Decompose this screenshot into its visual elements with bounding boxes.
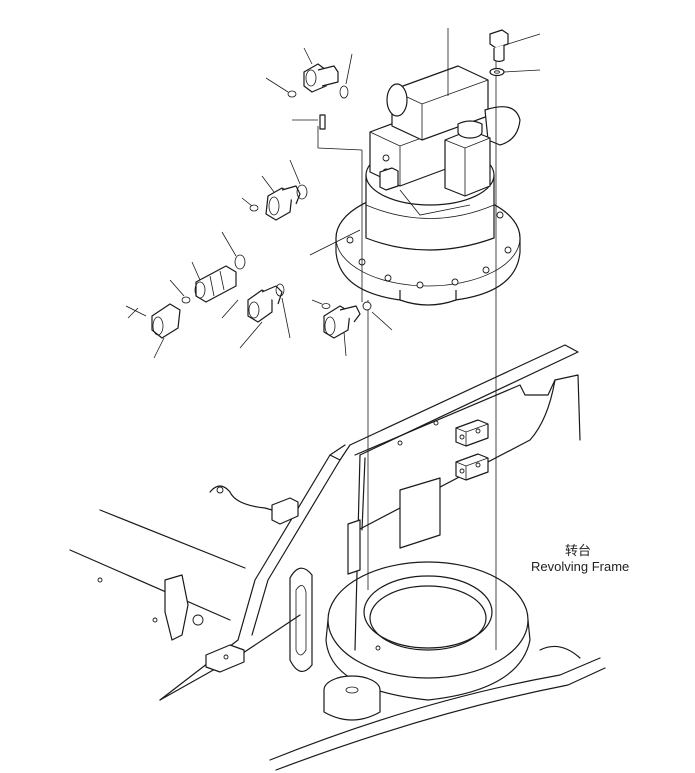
- elbow-fitting-bottom-right: [311, 299, 361, 357]
- straight-connector: [191, 261, 237, 303]
- revolving-frame: [69, 344, 606, 771]
- callout-label-chinese: 转台: [565, 544, 592, 559]
- check-valve-pin: [292, 114, 326, 130]
- o-ring-top-right: [339, 53, 353, 99]
- cylinder-bumper: [323, 675, 381, 721]
- swing-circle-ring: [325, 561, 531, 701]
- o-ring-connector: [169, 231, 246, 304]
- mounting-block-lower: [455, 453, 489, 481]
- callout-label-revolving-frame: Revolving Frame: [531, 559, 630, 574]
- seal-ring-body: [362, 301, 393, 331]
- mounting-block-upper: [455, 419, 489, 447]
- o-ring-top-left: [265, 77, 297, 98]
- swing-motor: [335, 65, 521, 306]
- elbow-fitting-mid: [261, 175, 301, 221]
- washer: [489, 67, 541, 77]
- o-ring-mid: [241, 159, 308, 212]
- tee-fitting: [221, 285, 283, 349]
- elbow-fitting-bottom-left: [125, 303, 181, 359]
- elbow-fitting-top: [303, 47, 339, 93]
- mounting-bolt: [489, 29, 541, 63]
- assembly-guide-lines: [309, 28, 497, 650]
- o-ring-tee: [275, 283, 291, 339]
